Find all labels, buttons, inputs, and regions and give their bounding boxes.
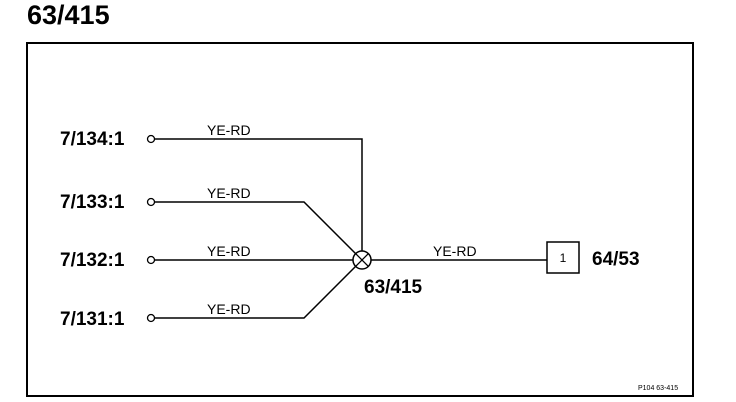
connector-pin-number: 1 bbox=[560, 251, 567, 265]
splice-node: 63/415 bbox=[352, 250, 423, 298]
wire-color-label: YE-RD bbox=[207, 185, 251, 201]
input-wire-1: 7/134:1 YE-RD bbox=[60, 122, 363, 255]
terminal-label: 7/134:1 bbox=[60, 129, 125, 150]
wire-color-label: YE-RD bbox=[207, 301, 251, 317]
page-title: 63/415 bbox=[27, 0, 110, 30]
reference-code: P104 63-415 bbox=[638, 385, 678, 392]
wire-color-label: YE-RD bbox=[207, 243, 251, 259]
wire-path bbox=[155, 265, 357, 319]
wire-color-label: YE-RD bbox=[433, 243, 477, 259]
connector-box bbox=[546, 241, 580, 274]
terminal-pin-icon bbox=[146, 313, 156, 323]
terminal-label: 7/132:1 bbox=[60, 250, 125, 271]
splice-label: 63/415 bbox=[364, 277, 423, 298]
diagram-frame bbox=[26, 42, 694, 397]
terminal-label: 7/131:1 bbox=[60, 309, 125, 330]
wire-path bbox=[155, 201, 357, 255]
input-wire-3: 7/132:1 YE-RD bbox=[60, 243, 353, 271]
terminal-pin-icon bbox=[146, 255, 156, 265]
output-wire: YE-RD 1 64/53 bbox=[371, 241, 640, 274]
wire-color-label: YE-RD bbox=[207, 122, 251, 138]
connector-label: 64/53 bbox=[592, 249, 640, 270]
wire-path bbox=[155, 138, 363, 255]
input-wire-2: 7/133:1 YE-RD bbox=[60, 185, 357, 255]
input-wire-4: 7/131:1 YE-RD bbox=[60, 265, 357, 330]
terminal-label: 7/133:1 bbox=[60, 192, 125, 213]
terminal-pin-icon bbox=[146, 134, 156, 144]
terminal-pin-icon bbox=[146, 197, 156, 207]
